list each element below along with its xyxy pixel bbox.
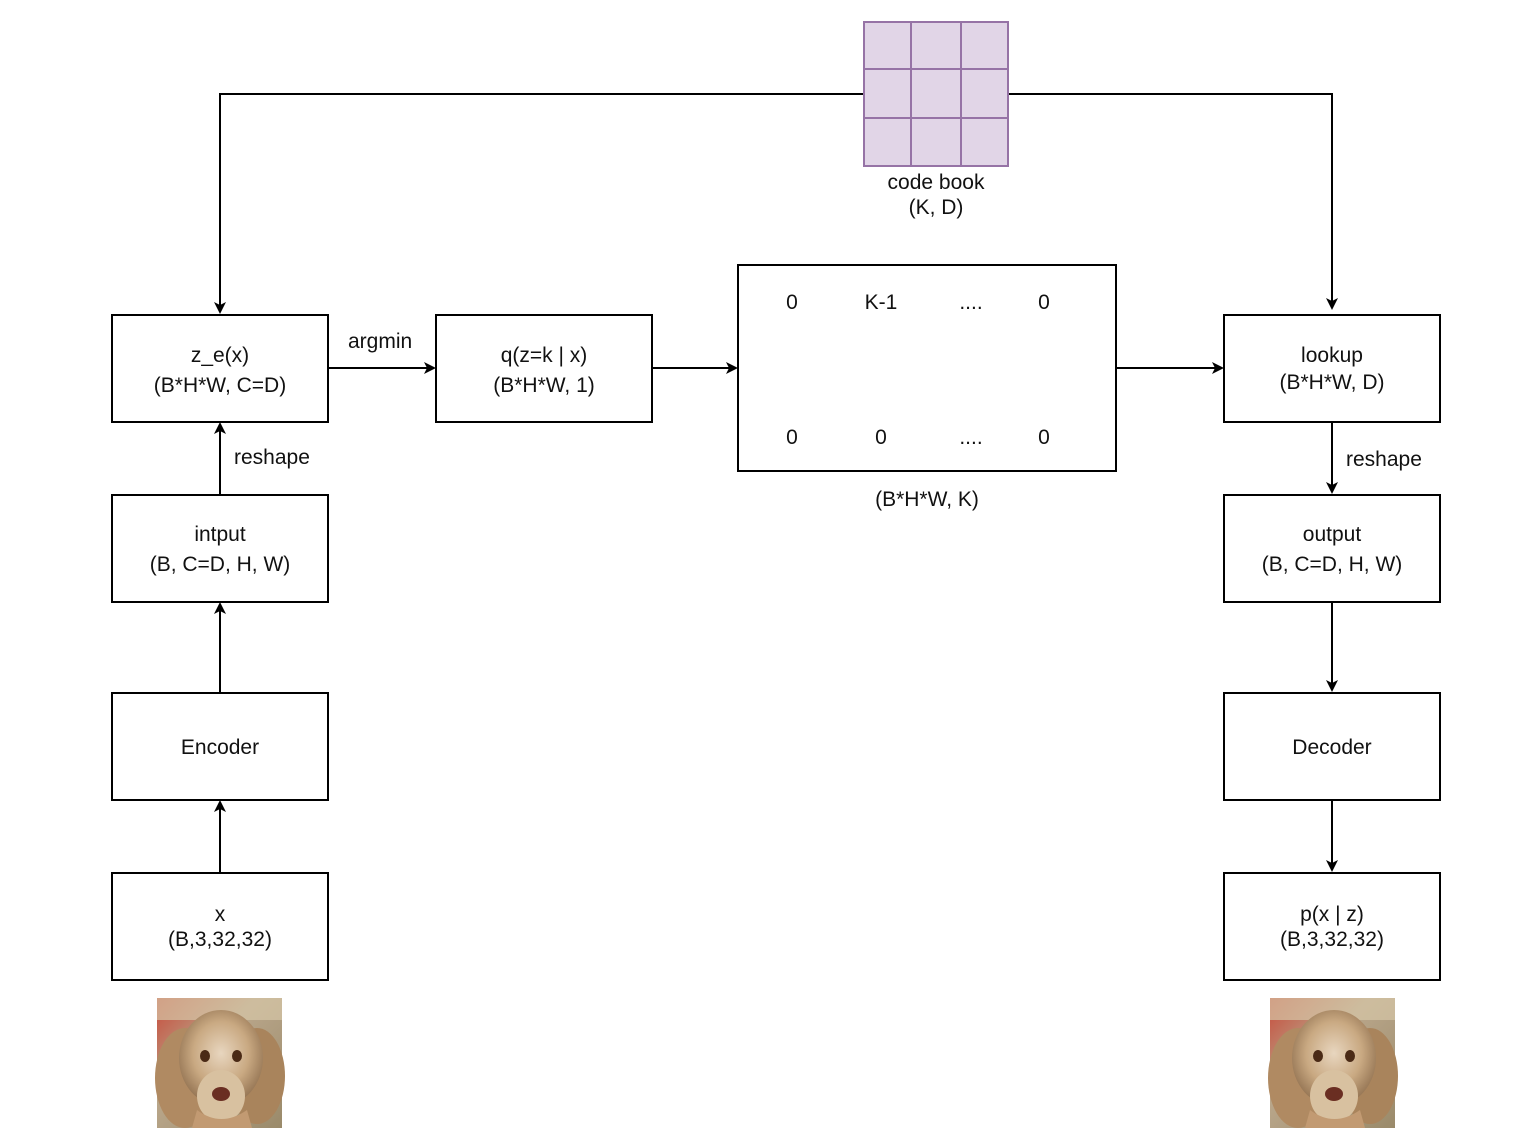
node-encoder-title: Encoder	[181, 736, 259, 759]
node-output[interactable]: output (B, C=D, H, W)	[1223, 494, 1441, 603]
codebook-grid-lines	[864, 22, 1008, 166]
node-x-shape: (B,3,32,32)	[168, 928, 272, 951]
onehot-r1-c4: 0	[1038, 291, 1050, 314]
node-output-title: output	[1303, 523, 1362, 546]
node-q-shape: (B*H*W, 1)	[493, 374, 595, 397]
onehot-r1-c3: ....	[959, 291, 982, 314]
onehot-r2-c3: ....	[959, 426, 982, 449]
edge-label-argmin: argmin	[348, 330, 412, 353]
edges	[214, 93, 1338, 872]
onehot-r1-c2: K-1	[865, 291, 898, 314]
node-px-shape: (B,3,32,32)	[1280, 928, 1384, 951]
node-px[interactable]: p(x | z) (B,3,32,32)	[1223, 872, 1441, 981]
node-q[interactable]: q(z=k | x) (B*H*W, 1)	[435, 314, 653, 423]
node-encoder[interactable]: Encoder	[111, 692, 329, 801]
onehot-r2-c2: 0	[875, 426, 887, 449]
onehot-caption: (B*H*W, K)	[875, 488, 979, 511]
edge-codebook-to-lookup	[1008, 93, 1338, 310]
codebook-grid	[863, 21, 1009, 167]
node-input-shape: (B, C=D, H, W)	[150, 553, 291, 576]
node-lookup[interactable]: lookup (B*H*W, D)	[1223, 314, 1441, 423]
node-ze-title: z_e(x)	[191, 344, 249, 367]
node-lookup-title: lookup	[1301, 344, 1363, 367]
edge-codebook-to-ze	[214, 93, 864, 314]
node-input-title: intput	[194, 523, 246, 546]
codebook-label: code book	[888, 171, 985, 194]
node-x-title: x	[215, 903, 226, 926]
node-input[interactable]: intput (B, C=D, H, W)	[111, 494, 329, 603]
codebook-shape: (K, D)	[909, 196, 964, 219]
onehot-r2-c1: 0	[786, 426, 798, 449]
codebook-matrix	[863, 21, 1009, 167]
output-dog-image	[1268, 998, 1398, 1128]
node-px-title: p(x | z)	[1300, 903, 1364, 926]
node-ze-shape: (B*H*W, C=D)	[154, 374, 286, 397]
node-q-title: q(z=k | x)	[501, 344, 588, 367]
onehot-r2-c4: 0	[1038, 426, 1050, 449]
node-decoder-title: Decoder	[1292, 736, 1371, 759]
onehot-r1-c1: 0	[786, 291, 798, 314]
node-ze[interactable]: z_e(x) (B*H*W, C=D)	[111, 314, 329, 423]
node-output-shape: (B, C=D, H, W)	[1262, 553, 1403, 576]
node-lookup-shape: (B*H*W, D)	[1280, 371, 1385, 394]
input-dog-image	[155, 998, 285, 1128]
node-x[interactable]: x (B,3,32,32)	[111, 872, 329, 981]
edge-label-reshape-left: reshape	[234, 446, 310, 469]
node-decoder[interactable]: Decoder	[1223, 692, 1441, 801]
edge-label-reshape-right: reshape	[1346, 448, 1422, 471]
node-onehot-matrix[interactable]: 0 K-1 .... 0 0 0 .... 0	[737, 264, 1117, 472]
